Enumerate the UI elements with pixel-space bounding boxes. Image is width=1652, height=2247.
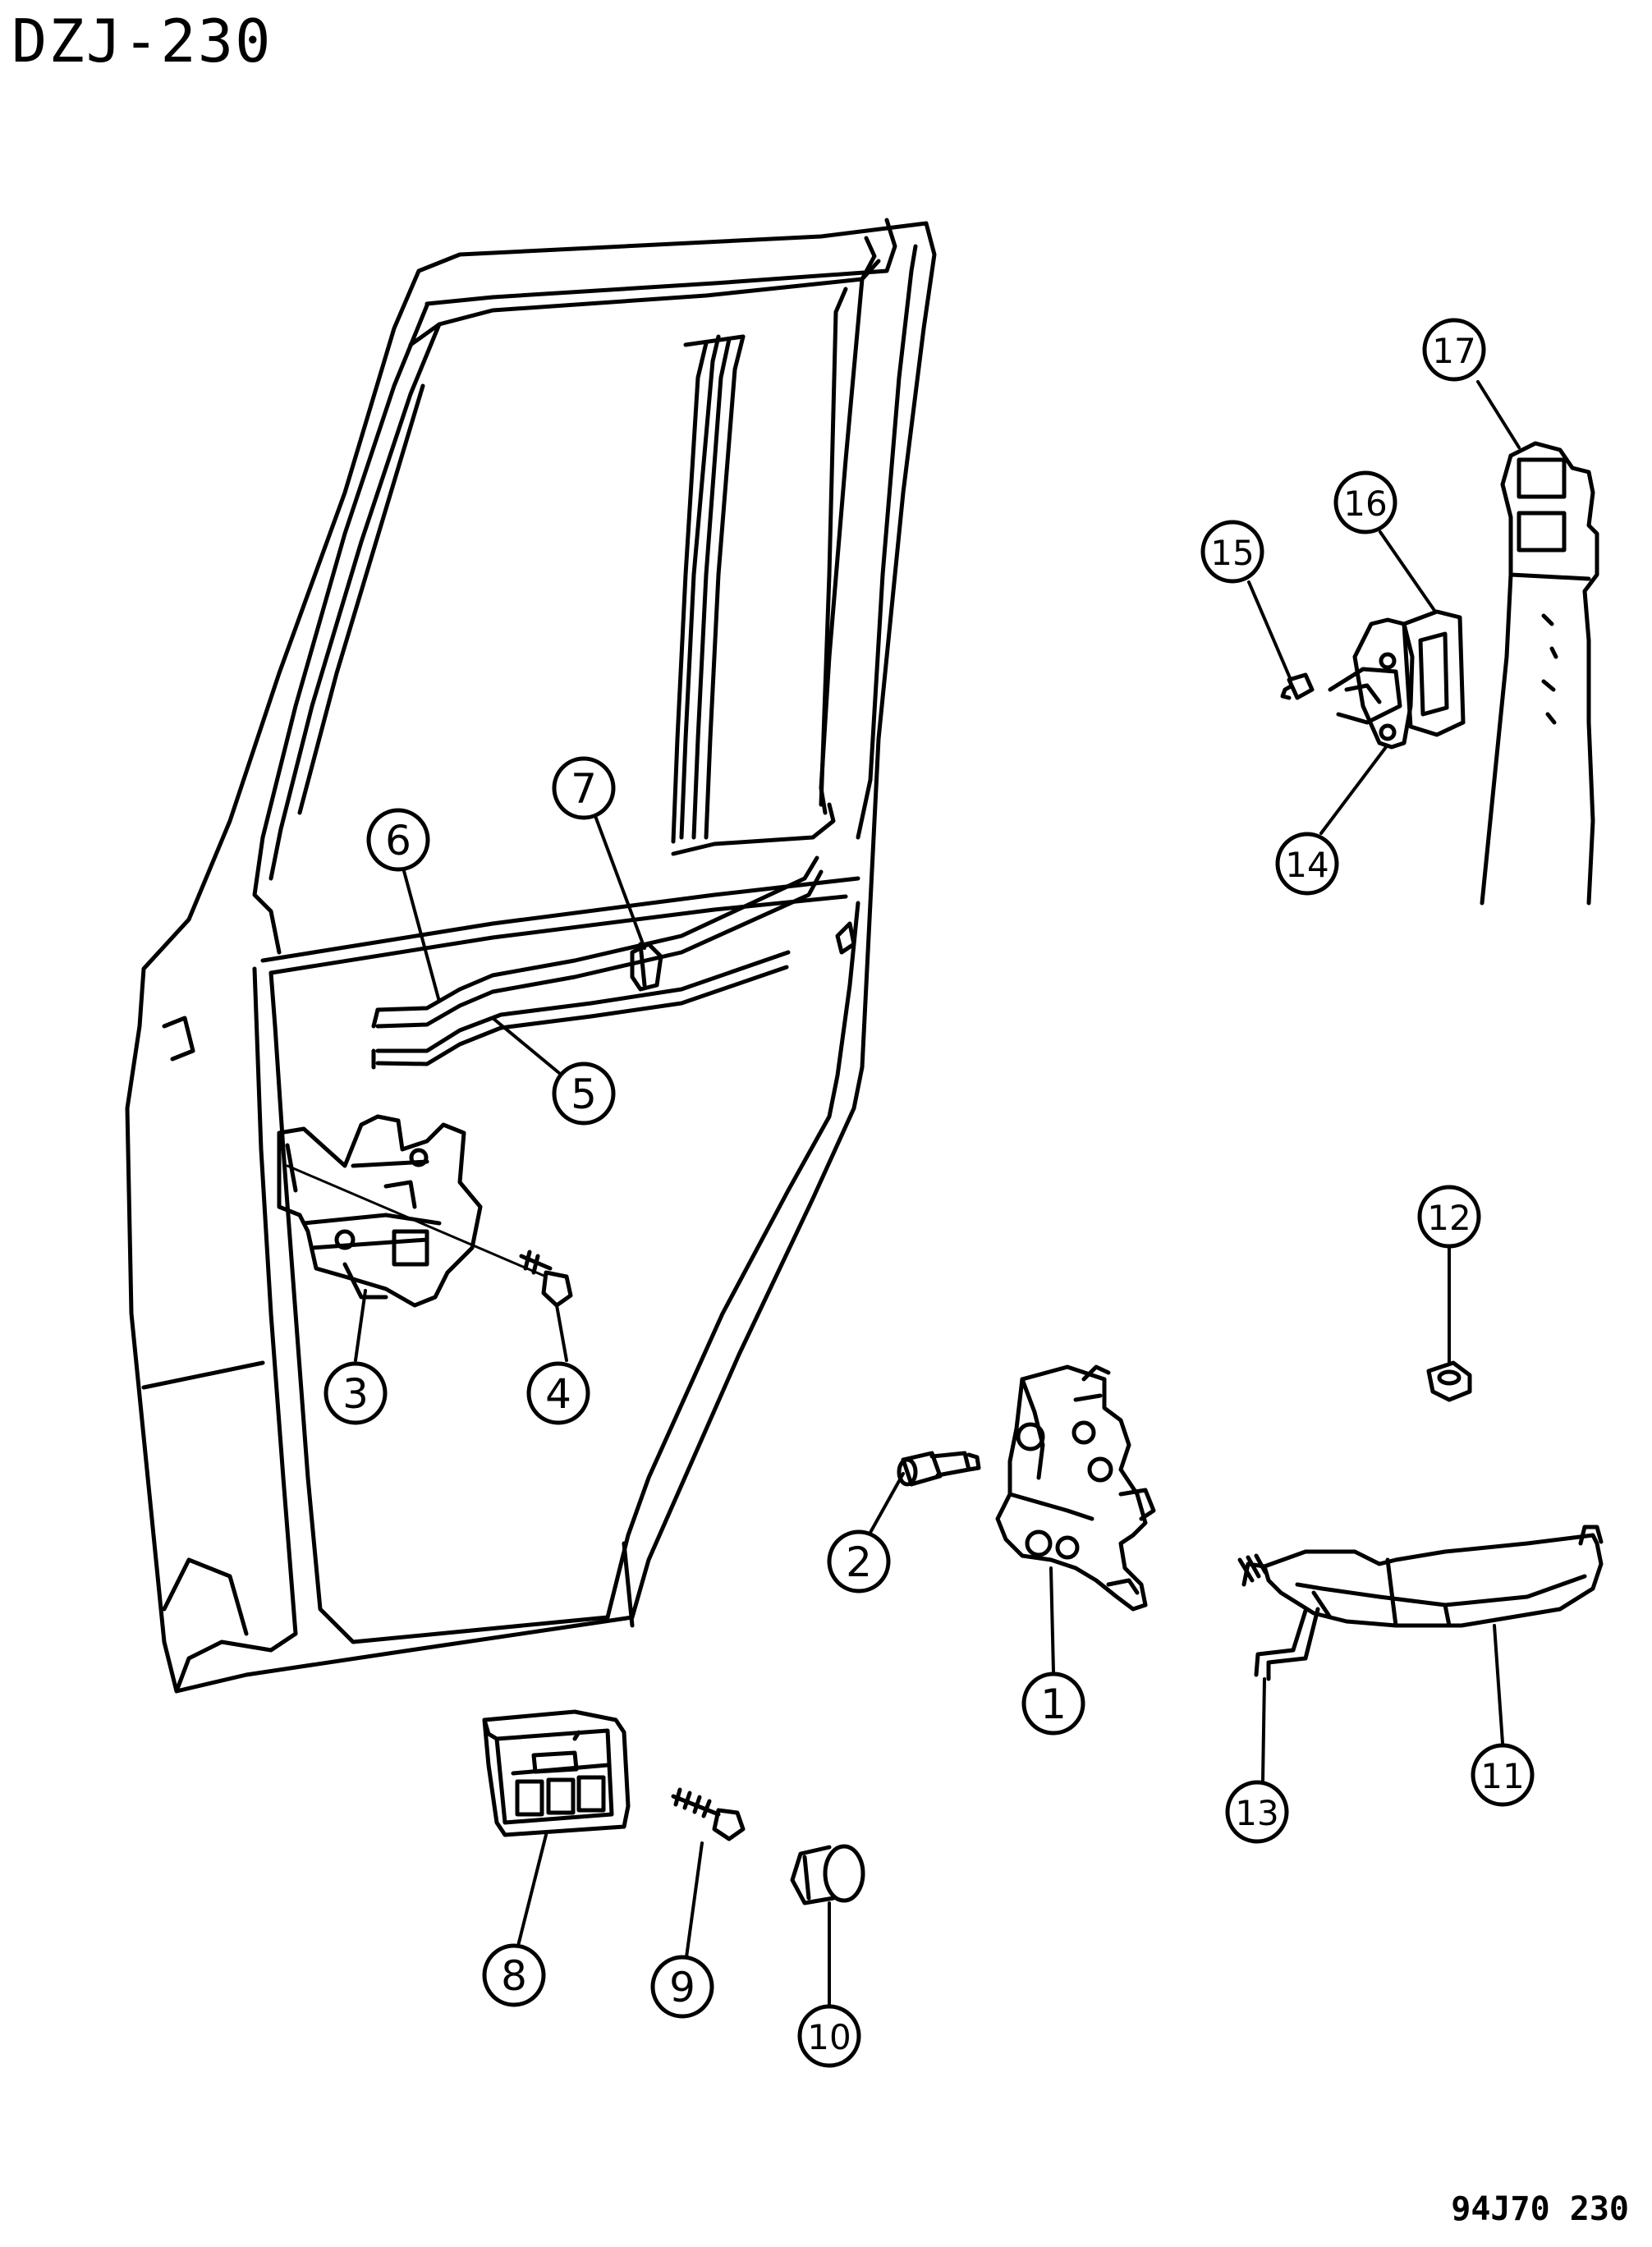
callout-1: 1 xyxy=(1021,1671,1085,1736)
svg-text:16: 16 xyxy=(1343,484,1387,524)
svg-text:8: 8 xyxy=(501,1952,527,2000)
callout-4: 4 xyxy=(526,1361,590,1425)
part-9-screw xyxy=(671,1787,746,1841)
callout-12: 12 xyxy=(1417,1185,1481,1249)
callout-17: 17 xyxy=(1422,318,1486,382)
svg-text:4: 4 xyxy=(545,1370,571,1418)
part-3-latch-bracket xyxy=(277,1114,483,1308)
callout-13: 13 xyxy=(1225,1780,1289,1844)
leader-lines xyxy=(354,380,1521,2009)
figure-reference-code: 94J70 230 xyxy=(1451,2190,1629,2228)
svg-text:15: 15 xyxy=(1210,533,1254,573)
callout-14: 14 xyxy=(1275,832,1339,896)
callout-15: 15 xyxy=(1200,520,1264,584)
svg-text:13: 13 xyxy=(1235,1793,1278,1833)
svg-text:14: 14 xyxy=(1285,845,1328,885)
part-12-nut xyxy=(1426,1360,1472,1402)
part-15-screw xyxy=(1280,672,1315,700)
svg-text:1: 1 xyxy=(1040,1681,1067,1728)
svg-text:9: 9 xyxy=(669,1964,695,2011)
callout-9: 9 xyxy=(650,1955,714,2019)
svg-text:2: 2 xyxy=(846,1539,872,1586)
callout-7: 7 xyxy=(552,756,616,820)
part-11-outside-handle xyxy=(1237,1525,1604,1628)
callout-10: 10 xyxy=(797,2004,861,2068)
part-4-bolt xyxy=(519,1250,573,1308)
svg-text:11: 11 xyxy=(1480,1756,1524,1796)
svg-text:6: 6 xyxy=(385,817,411,864)
part-8-window-switch xyxy=(482,1709,631,1837)
callouts: 1 2 3 4 5 6 7 8 xyxy=(324,318,1535,2068)
part-13-handle-rod xyxy=(1254,1607,1320,1681)
callout-3: 3 xyxy=(324,1361,388,1425)
svg-text:3: 3 xyxy=(342,1370,369,1418)
rear-door-shell xyxy=(125,218,937,1694)
svg-text:10: 10 xyxy=(807,2017,851,2057)
part-2-striker-pin xyxy=(897,1451,981,1487)
diagram-title: DZJ-230 xyxy=(11,7,273,76)
svg-text:12: 12 xyxy=(1427,1198,1471,1238)
callout-16: 16 xyxy=(1333,470,1397,534)
part-10-plug xyxy=(790,1844,865,1905)
callout-5: 5 xyxy=(552,1062,616,1126)
part-14-striker xyxy=(1328,617,1415,750)
part-6-rod xyxy=(371,855,824,1029)
svg-text:5: 5 xyxy=(571,1071,597,1118)
svg-text:17: 17 xyxy=(1432,331,1475,371)
callout-6: 6 xyxy=(366,808,430,872)
svg-text:7: 7 xyxy=(571,765,597,813)
callout-8: 8 xyxy=(482,1943,546,2007)
callout-2: 2 xyxy=(827,1529,891,1594)
part-1-door-latch xyxy=(995,1364,1156,1612)
callout-11: 11 xyxy=(1471,1743,1535,1807)
part-17-pillar xyxy=(1480,441,1599,906)
part-5-rod xyxy=(371,950,791,1070)
part-7-rod-clip xyxy=(630,942,663,992)
